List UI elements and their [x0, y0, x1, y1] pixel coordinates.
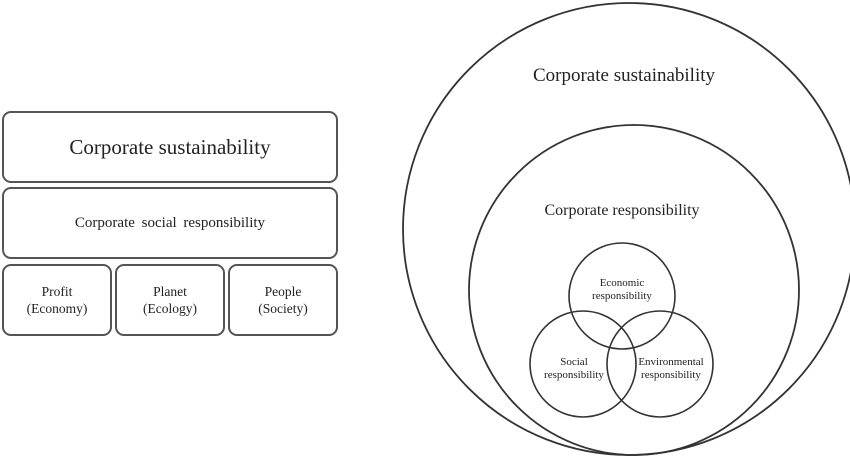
social-circle — [529, 310, 637, 418]
planet-box: Planet (Ecology) — [115, 264, 225, 336]
environmental-label-1: Environmental — [638, 356, 703, 368]
economic-label-2: responsibility — [592, 290, 652, 302]
pillar-subtitle: (Society) — [258, 301, 308, 316]
box-label: Corporate sustainability — [69, 134, 271, 159]
economic-label-1: Economic — [600, 277, 645, 289]
pillar-title: People — [264, 284, 302, 299]
inner-circle — [468, 124, 800, 456]
inner-label: Corporate responsibility — [544, 202, 699, 219]
people-box: People (Society) — [228, 264, 338, 336]
corporate-sustainability-box: Corporate sustainability — [2, 111, 338, 183]
profit-box: Profit (Economy) — [2, 264, 112, 336]
environmental-label-2: responsibility — [641, 369, 701, 381]
pillar-subtitle: (Economy) — [26, 301, 88, 316]
pillar-title: Profit — [41, 284, 73, 299]
pillar-title: Planet — [153, 284, 187, 299]
social-label-1: Social — [560, 356, 588, 368]
corporate-social-responsibility-box: Corporate social responsibility — [2, 187, 338, 259]
box-label: Corporate social responsibility — [74, 214, 266, 231]
social-label-2: responsibility — [544, 369, 604, 381]
pillar-subtitle: (Ecology) — [143, 301, 197, 316]
economic-circle — [568, 242, 676, 350]
environmental-circle — [606, 310, 714, 418]
outer-label: Corporate sustainability — [533, 65, 716, 86]
